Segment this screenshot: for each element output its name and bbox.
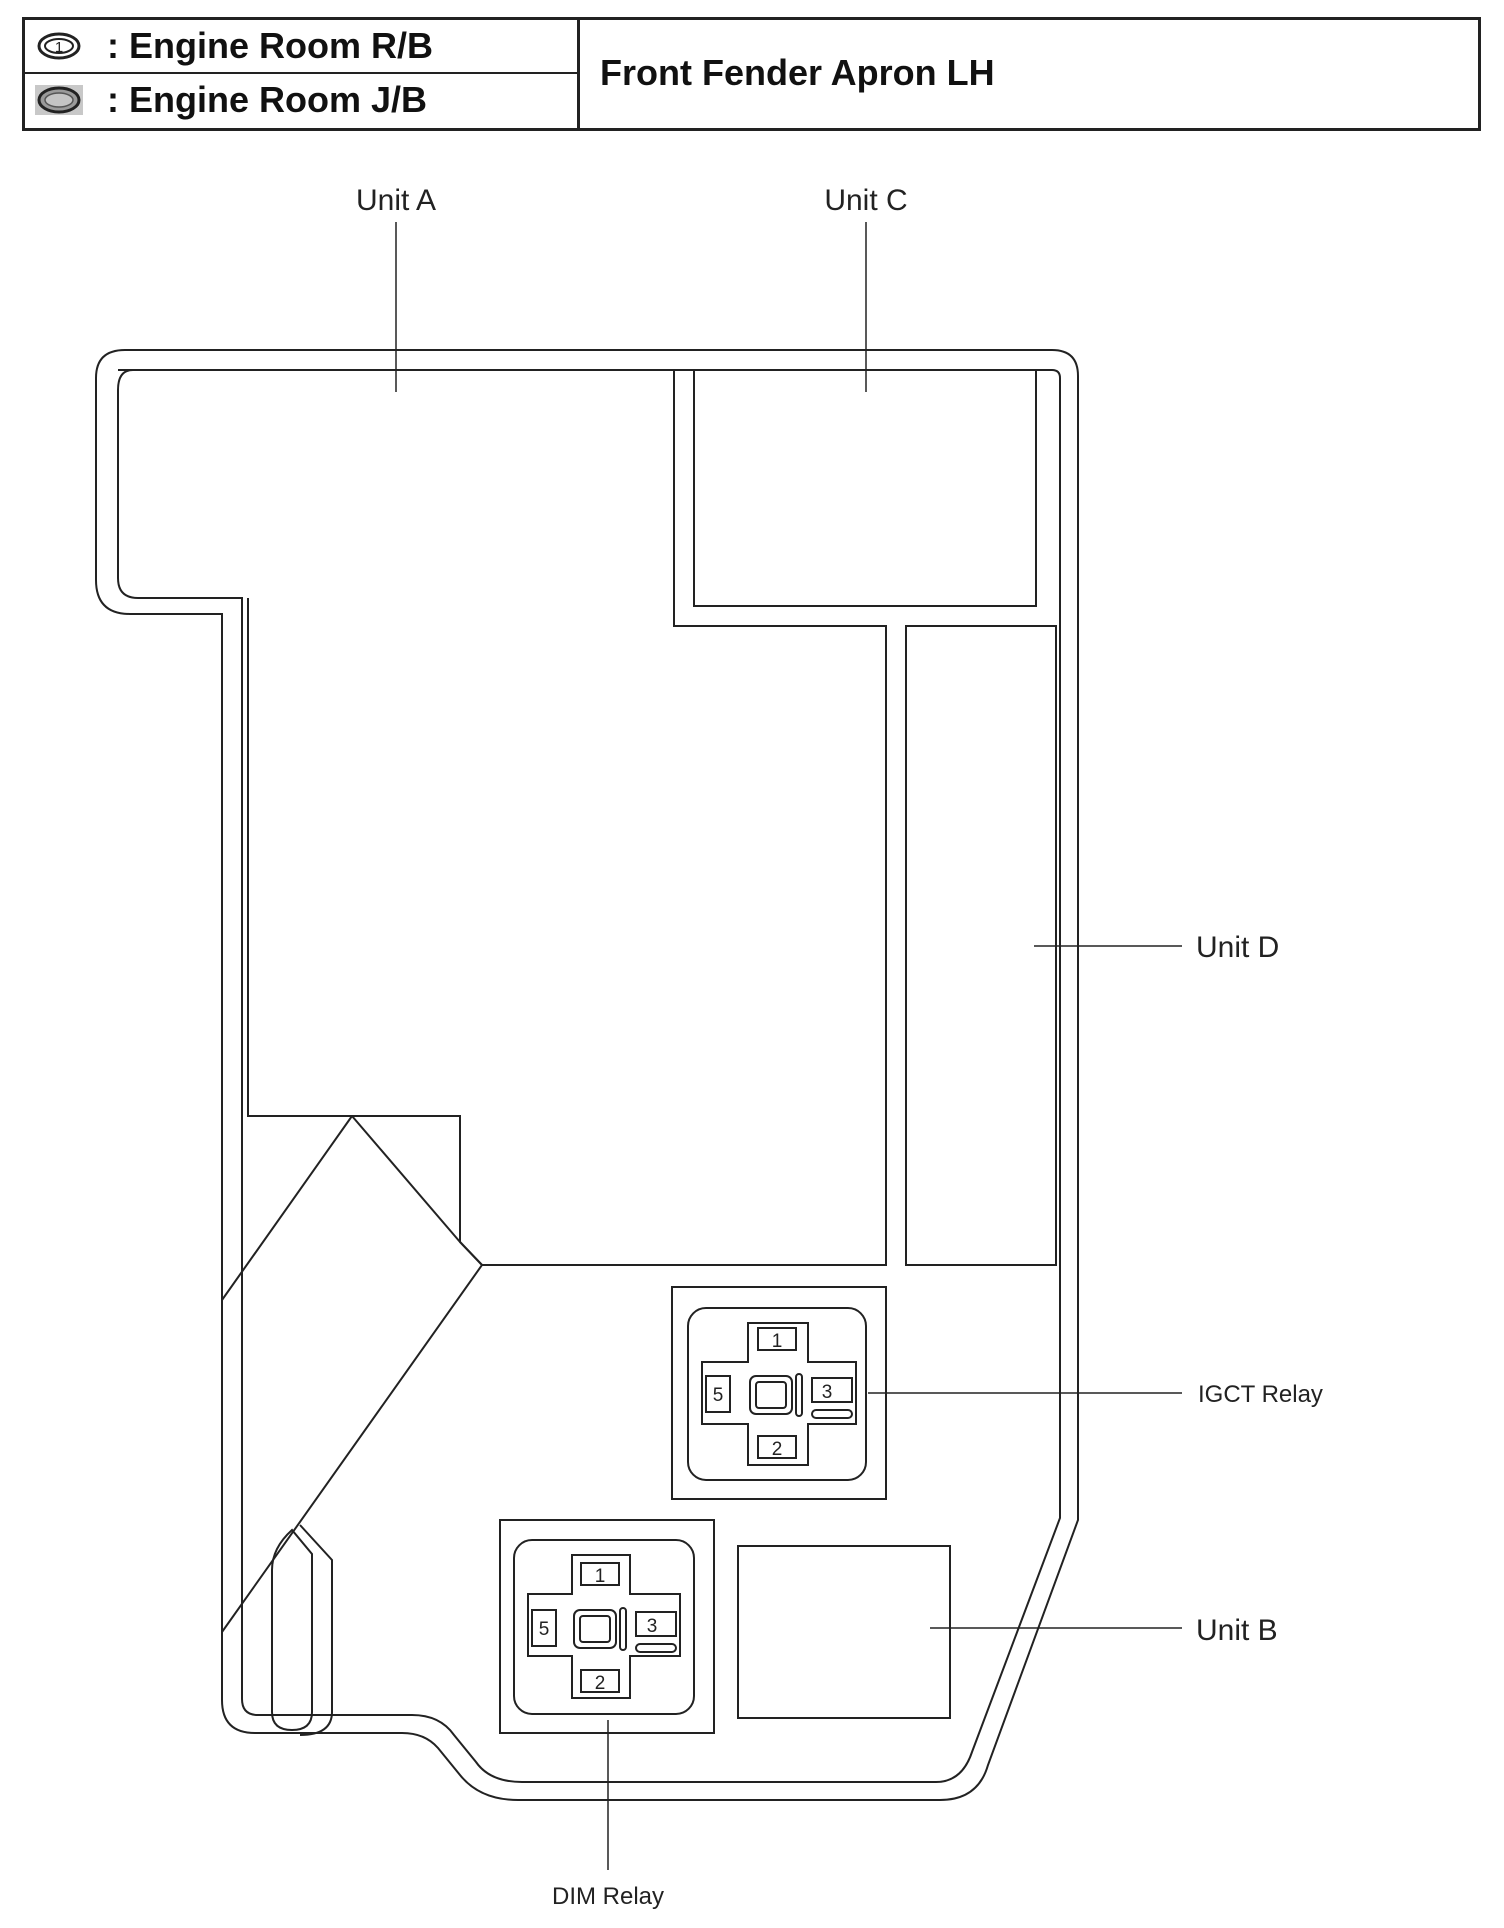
igct-relay-terminal-box-right	[811, 1377, 853, 1403]
dim-relay-center-inner	[579, 1615, 611, 1643]
wedge-area-outline	[221, 1115, 484, 1633]
dim-relay-terminal-box-bottom	[580, 1669, 620, 1693]
housing-inner-outline	[117, 369, 1061, 1783]
igct-relay-slot-bar	[795, 1373, 803, 1417]
legend-key: 1 : Engine Room R/B : Engine Room J/B	[25, 20, 580, 128]
igct-relay-socket	[687, 1307, 867, 1481]
igct-relay-outer-box	[671, 1286, 887, 1500]
relay-block-symbol-number: 1	[55, 39, 63, 56]
legend-junction-block-label: : Engine Room J/B	[107, 79, 428, 120]
unit-b-label: Unit B	[1196, 1614, 1278, 1647]
dim-terminal-3: 3	[647, 1616, 658, 1637]
igct-relay-terminal-box-left	[705, 1375, 731, 1413]
relay-block-symbol-icon: 1	[37, 32, 81, 60]
igct-relay-center	[749, 1375, 793, 1415]
dim-relay-outer-box	[499, 1519, 715, 1734]
dim-relay-bar	[635, 1643, 677, 1653]
dim-relay-terminal-box-right	[635, 1611, 677, 1637]
dim-relay-terminal-box-top	[580, 1562, 620, 1586]
unit-c-label: Unit C	[824, 184, 907, 217]
dim-terminal-5: 5	[539, 1619, 550, 1640]
unit-d-label: Unit D	[1196, 931, 1279, 964]
igct-relay-terminal-box-top	[757, 1327, 797, 1351]
legend-row-relay-block: 1 : Engine Room R/B	[25, 20, 577, 74]
dim-relay-slot-bar	[619, 1607, 627, 1651]
legend-relay-block-label: : Engine Room R/B	[107, 25, 433, 66]
dim-relay-terminal-box-left	[531, 1609, 557, 1647]
igct-terminal-2: 2	[772, 1439, 783, 1460]
igct-terminal-1: 1	[772, 1331, 783, 1352]
dim-relay-label: DIM Relay	[552, 1883, 664, 1910]
dim-terminal-2: 2	[595, 1673, 606, 1694]
igct-relay-bar	[811, 1409, 853, 1419]
lower-left-slot	[271, 1528, 313, 1732]
unit-a-region	[118, 369, 887, 1266]
dim-relay-socket	[513, 1539, 695, 1715]
unit-c-box	[693, 369, 1037, 607]
lower-left-slot-outer	[299, 1524, 333, 1736]
igct-terminal-5: 5	[713, 1385, 724, 1406]
location-title: Front Fender Apron LH	[600, 52, 995, 93]
igct-relay-cross	[701, 1322, 857, 1466]
igct-relay-label: IGCT Relay	[1198, 1381, 1323, 1408]
legend-row-junction-block: : Engine Room J/B	[25, 74, 577, 128]
leader-lines	[395, 222, 1182, 1870]
legend-table: 1 : Engine Room R/B : Engine Room J/B Fr…	[22, 17, 1481, 131]
igct-terminal-3: 3	[822, 1382, 833, 1403]
igct-relay-terminal-box-bottom	[757, 1435, 797, 1459]
junction-block-symbol-icon	[35, 85, 83, 115]
housing-outer-outline	[95, 349, 1079, 1801]
unit-d-box	[905, 625, 1057, 1266]
unit-a-label: Unit A	[356, 184, 436, 217]
dim-relay-cross	[527, 1554, 681, 1699]
unit-b-box	[737, 1545, 951, 1719]
igct-relay-center-inner	[755, 1381, 787, 1409]
dim-terminal-1: 1	[595, 1566, 606, 1587]
dim-relay-center	[573, 1609, 617, 1649]
